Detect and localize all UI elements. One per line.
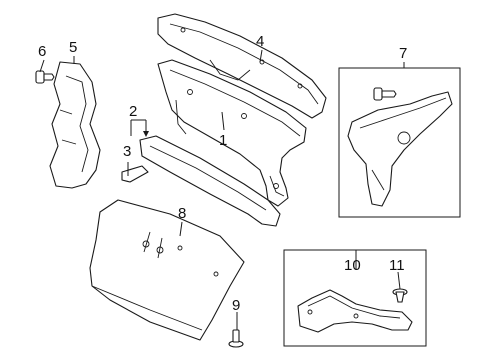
bracket-part [121,165,149,183]
lower-shield-part [297,289,413,333]
screw-7-part [373,87,397,101]
callout-2: 2 [129,103,138,120]
callout-5: 5 [69,39,78,56]
radiator-support-part [139,59,307,227]
bolt-part [35,70,55,84]
pushpin-clip-part [228,329,244,348]
callout-11: 11 [389,257,405,274]
callout-9: 9 [232,297,241,314]
callout-6: 6 [38,43,47,60]
splash-shield-part [89,199,245,341]
callout-3: 3 [123,143,132,160]
push-clip-11-part [392,288,408,303]
air-deflector-part [49,61,101,189]
callout-4: 4 [256,33,265,50]
callout-8: 8 [178,205,187,222]
upper-tie-bar-part [157,13,327,119]
callout-1: 1 [219,132,228,149]
callout-7: 7 [399,45,408,62]
leader-lines [39,49,405,330]
side-shield-part [347,91,453,207]
callout-10: 10 [344,257,361,274]
